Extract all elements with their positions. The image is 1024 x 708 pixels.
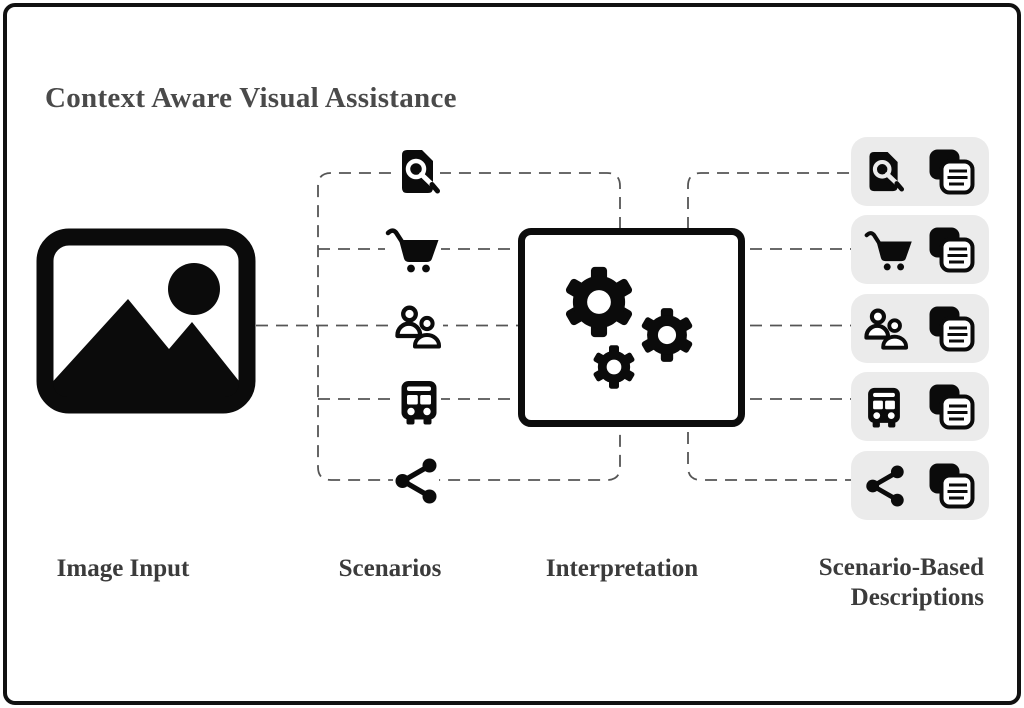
documents-icon xyxy=(926,146,978,198)
scenario-icon-people xyxy=(395,304,443,350)
description-row-shopping-cart xyxy=(851,215,989,284)
description-row-people xyxy=(851,294,989,363)
bus-icon xyxy=(864,385,904,429)
people-icon xyxy=(395,304,443,350)
image-input-icon xyxy=(36,228,256,414)
scenario-icon-shopping-cart xyxy=(385,225,441,273)
bus-icon xyxy=(397,378,441,426)
scenario-icon-bus xyxy=(397,378,441,426)
interpretation-to-desc1-line xyxy=(687,172,852,229)
share-icon xyxy=(393,457,439,505)
scenario-icon-document-search xyxy=(396,147,440,197)
documents-icon xyxy=(926,224,978,276)
people-icon xyxy=(864,307,910,351)
gears-icon xyxy=(564,266,694,389)
shopping-cart-icon xyxy=(864,228,914,271)
descriptions-label-line1: Scenario-Based xyxy=(818,554,984,581)
diagram-title: Context Aware Visual Assistance xyxy=(45,82,457,114)
scenarios-label: Scenarios xyxy=(338,555,442,582)
documents-icon xyxy=(926,303,978,355)
document-search-icon xyxy=(864,149,904,195)
interpretation-to-desc5-line xyxy=(687,412,852,481)
description-row-share xyxy=(851,451,989,520)
image-input-label: Image Input xyxy=(56,555,190,582)
documents-icon xyxy=(926,460,978,512)
interpretation-box xyxy=(518,228,745,427)
documents-icon xyxy=(926,381,978,433)
scenario-icon-share xyxy=(393,457,439,505)
document-search-icon xyxy=(396,147,440,197)
image-icon xyxy=(36,228,256,414)
descriptions-label-line2: Descriptions xyxy=(850,584,984,611)
description-row-document-search xyxy=(851,137,989,206)
description-row-bus xyxy=(851,372,989,441)
scenarios-bracket-line xyxy=(317,172,621,481)
share-icon xyxy=(864,464,906,508)
shopping-cart-icon xyxy=(385,225,441,273)
interpretation-label: Interpretation xyxy=(545,555,699,582)
descriptions-label: Scenario-Based Descriptions xyxy=(744,553,984,613)
